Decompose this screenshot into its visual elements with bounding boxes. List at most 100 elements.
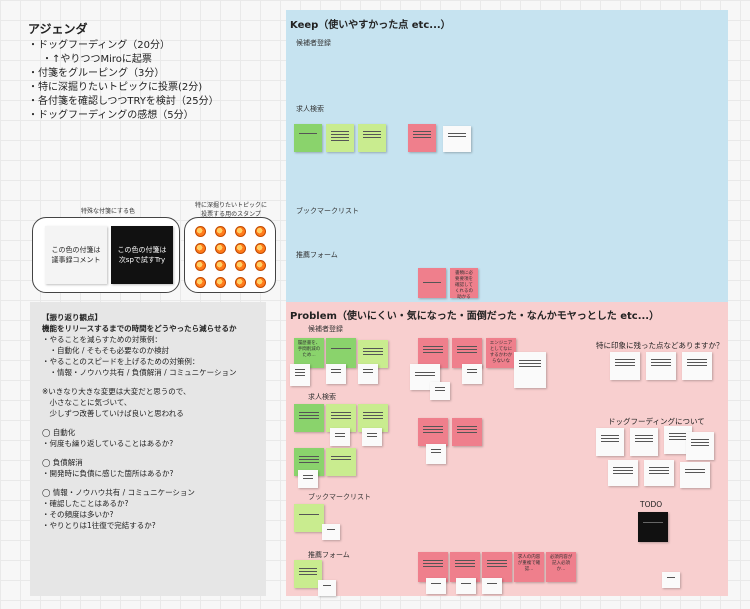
sticky-note[interactable] — [326, 404, 356, 432]
sticky-note[interactable] — [298, 470, 318, 488]
sticky-note[interactable] — [418, 338, 448, 368]
sticky-note[interactable] — [322, 524, 340, 540]
sticky-note[interactable] — [358, 124, 386, 152]
sticky-note[interactable] — [326, 338, 356, 368]
sticky-note[interactable] — [294, 404, 324, 432]
stamp-label-1: 特に深掘りたいトピックに — [194, 202, 267, 209]
keep-category: ブックマークリスト — [296, 207, 359, 215]
sticky-note[interactable] — [462, 364, 482, 384]
vote-stamp-icon[interactable] — [215, 260, 226, 271]
sticky-note[interactable] — [430, 382, 450, 400]
reflect-line: ◯ 情報・ノウハウ共有 / コミュニケーション — [42, 488, 195, 497]
vote-stamp-icon[interactable] — [195, 260, 206, 271]
sticky-note[interactable] — [482, 578, 502, 594]
sticky-note[interactable] — [426, 444, 446, 464]
sticky-note[interactable] — [426, 578, 446, 594]
sticky-note[interactable] — [456, 578, 476, 594]
sticky-note[interactable] — [686, 432, 714, 460]
sticky-note[interactable] — [408, 124, 436, 152]
sticky-note[interactable] — [610, 352, 640, 380]
reflect-line: ・何度も繰り返していることはあるか? — [42, 439, 174, 448]
vote-stamp-icon[interactable] — [255, 226, 266, 237]
agenda-item: ・特に深掘りたいトピックに投票(2分) — [28, 82, 203, 93]
sticky-note[interactable] — [514, 352, 546, 388]
sticky-note[interactable] — [682, 352, 712, 380]
vote-stamp-icon[interactable] — [255, 243, 266, 254]
sticky-note[interactable] — [596, 428, 624, 456]
sticky-note[interactable] — [358, 340, 388, 368]
sticky-note[interactable] — [318, 580, 336, 596]
sticky-note[interactable] — [294, 124, 322, 152]
agenda-item: ・↑やりつつMiroに起票 — [42, 54, 152, 65]
reflect-line: ◯ 自動化 — [42, 428, 76, 437]
reflect-line: ◯ 負債解消 — [42, 458, 83, 467]
problem-title: Problem（使いにくい・気になった・面倒だった・なんかモヤっとした etc.… — [290, 311, 660, 322]
sticky-note[interactable]: 書類に必要要項を確認してくれるの助かる — [450, 268, 478, 300]
vote-stamp-icon[interactable] — [255, 277, 266, 288]
sticky-note[interactable] — [450, 552, 480, 582]
vote-stamp-icon[interactable] — [215, 277, 226, 288]
reflect-line: ・開発時に負債に感じた箇所はあるか? — [42, 469, 174, 478]
reflect-line: 少しずつ改善していけば良いと思われる — [42, 409, 184, 418]
sticky-note[interactable] — [630, 428, 658, 456]
reflect-theme: 機能をリリースするまでの時間をどうやったら減らせるか — [42, 324, 237, 333]
sticky-note[interactable] — [418, 418, 448, 446]
vote-stamp-icon[interactable] — [195, 243, 206, 254]
problem-category: 推薦フォーム — [308, 551, 350, 559]
sticky-note[interactable] — [646, 352, 676, 380]
sticky-note[interactable] — [362, 428, 382, 446]
reflect-line: 小さなことに気づいて、 — [42, 398, 132, 407]
sticky-note[interactable]: 求人の内容が重複で確認... — [514, 552, 544, 582]
vote-stamp-icon[interactable] — [235, 226, 246, 237]
sticky-note[interactable] — [358, 404, 388, 432]
sticky-note[interactable] — [443, 126, 471, 152]
problem-frame[interactable]: Problem（使いにくい・気になった・面倒だった・なんかモヤっとした etc.… — [286, 302, 728, 596]
vote-stamp-icon[interactable] — [235, 243, 246, 254]
problem-category: 求人検索 — [308, 393, 336, 401]
sticky-note[interactable] — [644, 460, 674, 486]
black-note-sample[interactable]: この色の付箋は次spで試すTry — [111, 226, 173, 284]
vote-stamp-icon[interactable] — [235, 277, 246, 288]
sticky-note[interactable] — [662, 572, 680, 588]
sticky-note[interactable]: エンジニアとしてなにするかわからないな — [486, 338, 516, 368]
sticky-note[interactable] — [330, 428, 350, 446]
sticky-note[interactable]: 履歴書を、手間削減のため... — [294, 338, 324, 368]
keep-frame[interactable]: Keep（使いやすかった点 etc...） 候補者登録 求人検索 ブックマークリ… — [286, 10, 728, 302]
reflect-line: ・情報・ノウハウ共有 / 負債解消 / コミュニケーション — [42, 368, 237, 377]
sticky-note[interactable]: 必須内容が記入必須か... — [546, 552, 576, 582]
keep-category: 推薦フォーム — [296, 251, 338, 259]
dogfooding-label: ドッグフーディングについて — [608, 417, 705, 426]
sticky-note[interactable] — [326, 364, 346, 384]
sticky-note[interactable] — [326, 124, 354, 152]
vote-stamp-icon[interactable] — [235, 260, 246, 271]
reflect-heading: 【振り返り観点】 — [42, 313, 102, 322]
agenda-title: アジェンダ — [28, 22, 88, 36]
sticky-note[interactable] — [418, 268, 446, 298]
vote-stamp-icon[interactable] — [195, 226, 206, 237]
sticky-note[interactable] — [418, 552, 448, 582]
sticky-note[interactable] — [452, 338, 482, 368]
white-note-sample[interactable]: この色の付箋は議事録コメント — [45, 226, 107, 284]
vote-stamp-icon[interactable] — [195, 277, 206, 288]
reflect-line: ・確認したことはあるか? — [42, 499, 129, 508]
problem-category: 候補者登録 — [308, 325, 343, 333]
sticky-note[interactable] — [452, 418, 482, 446]
reflect-line: ※いきなり大きな変更は大変だと思うので、 — [42, 387, 191, 396]
vote-stamp-icon[interactable] — [215, 226, 226, 237]
sticky-note[interactable] — [326, 448, 356, 476]
todo-sticky[interactable] — [638, 512, 668, 542]
impression-label: 特に印象に残った点などありますか？ — [596, 341, 724, 350]
sticky-note[interactable] — [608, 460, 638, 486]
vote-stamp-icon[interactable] — [215, 243, 226, 254]
vote-stamp-icon[interactable] — [255, 260, 266, 271]
problem-category: ブックマークリスト — [308, 493, 371, 501]
sticky-note[interactable] — [358, 364, 378, 384]
sticky-note[interactable] — [482, 552, 512, 582]
sticky-note[interactable] — [294, 560, 322, 588]
keep-category: 候補者登録 — [296, 39, 331, 47]
sticky-note[interactable] — [680, 462, 710, 488]
stamp-label-2: 投票する用のスタンプ — [201, 211, 261, 218]
special-color-label: 特殊な付箋にする色 — [80, 208, 136, 215]
sticky-note[interactable] — [294, 504, 324, 532]
sticky-note[interactable] — [290, 364, 310, 386]
